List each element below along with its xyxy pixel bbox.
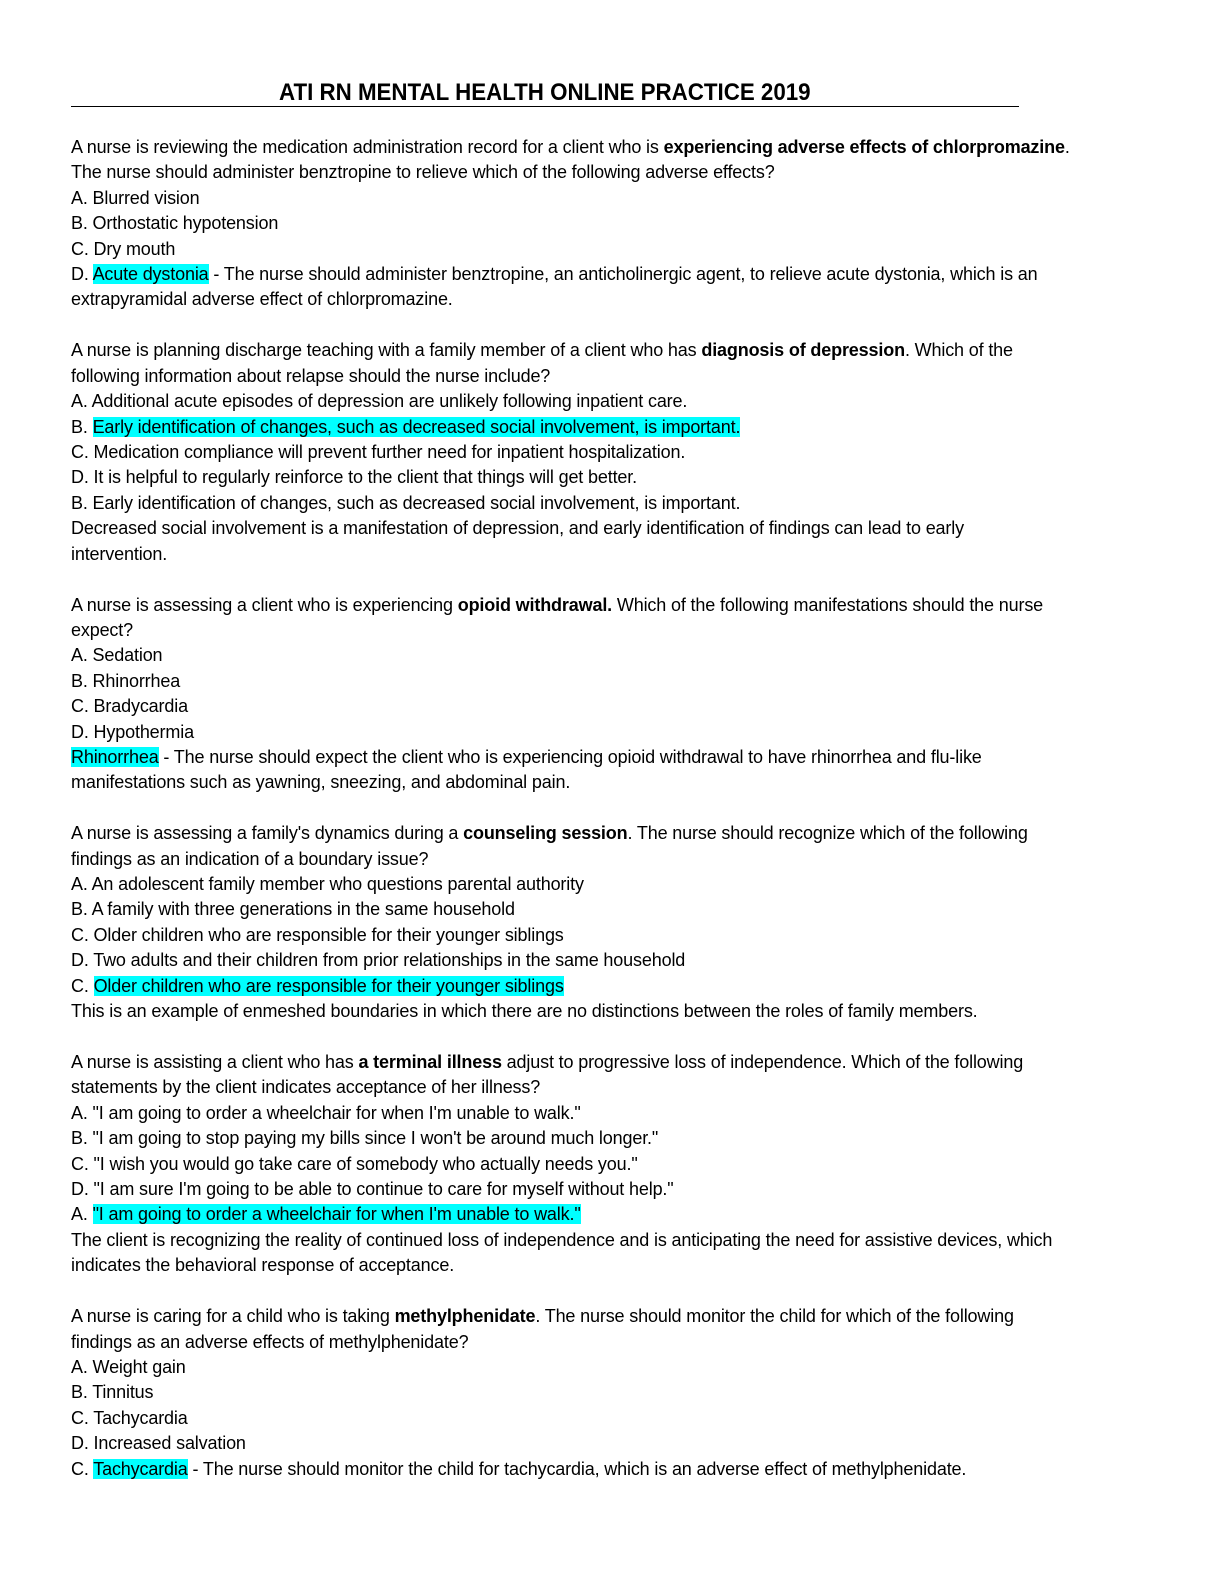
answer-option: A. Sedation (71, 645, 163, 666)
answer-option: A. Weight gain (71, 1356, 186, 1377)
question-stem-line: findings as an adverse effects of methyl… (71, 1330, 1141, 1355)
answer-option: C. Tachycardia (71, 1407, 188, 1428)
question-stem-line: A nurse is assisting a client who has a … (71, 1050, 1141, 1075)
stem-text: . (1064, 137, 1070, 157)
title-underline: ATI RN MENTAL HEALTH ONLINE PRACTICE 201… (71, 76, 1019, 107)
answer-option: D. Hypothermia (71, 721, 194, 742)
question-list: A nurse is reviewing the medication admi… (71, 135, 1141, 1482)
question-block: A nurse is assessing a client who is exp… (71, 593, 1141, 796)
answer-option: D. Increased salvation (71, 1433, 246, 1454)
answer-option: B. A family with three generations in th… (71, 899, 515, 920)
stem-keyword: diagnosis of depression (701, 340, 905, 361)
answer-option: B. Tinnitus (71, 1382, 154, 1403)
question-stem-line: A nurse is assessing a client who is exp… (71, 593, 1141, 618)
answer-explanation: - The nurse should monitor the child for… (187, 1458, 967, 1479)
question-block: A nurse is planning discharge teaching w… (71, 338, 1141, 567)
stem-text: Which of the following manifestations sh… (612, 594, 1044, 615)
answer-line: D. Acute dystonia - The nurse should adm… (71, 262, 1141, 287)
stem-text: adjust to progressive loss of independen… (501, 1052, 1024, 1072)
answer-option: C. Medication compliance will prevent fu… (71, 441, 686, 462)
answer-option: B. Early identification of changes, such… (71, 415, 1141, 440)
rationale-line: extrapyramidal adverse effect of chlorpr… (71, 289, 453, 310)
question-block: A nurse is caring for a child who is tak… (71, 1304, 1141, 1482)
stem-keyword: counseling session (463, 823, 628, 844)
question-block: A nurse is reviewing the medication admi… (71, 135, 1141, 313)
stem-keyword: methylphenidate (394, 1306, 536, 1327)
correct-answer-highlight: Early identification of changes, such as… (92, 416, 741, 437)
question-stem-line: findings as an indication of a boundary … (71, 847, 1141, 872)
answer-line: A. "I am going to order a wheelchair for… (71, 1202, 1141, 1227)
stem-text: . Which of the (904, 340, 1013, 361)
rationale-line: indicates the behavioral response of acc… (71, 1255, 455, 1276)
question-block: A nurse is assessing a family's dynamics… (71, 821, 1141, 1024)
stem-keyword: opioid withdrawal. (457, 594, 613, 615)
answer-option: D. Two adults and their children from pr… (71, 950, 686, 971)
answer-option: C. "I wish you would go take care of som… (71, 1153, 638, 1174)
stem-text: A nurse is caring for a child who is tak… (71, 1306, 395, 1327)
stem-text: . The nurse should recognize which of th… (627, 823, 1028, 844)
document-page: ATI RN MENTAL HEALTH ONLINE PRACTICE 201… (71, 76, 1141, 1508)
stem-text: findings as an adverse effects of methyl… (71, 1331, 469, 1352)
stem-text: findings as an indication of a boundary … (71, 848, 429, 869)
answer-option: A. Blurred vision (71, 187, 200, 208)
answer-option: B. "I am going to stop paying my bills s… (71, 1128, 659, 1149)
answer-option: D. It is helpful to regularly reinforce … (71, 467, 637, 488)
answer-line: C. Tachycardia - The nurse should monito… (71, 1457, 1141, 1482)
answer-option: C. Bradycardia (71, 696, 188, 717)
stem-keyword: experiencing adverse effects of chlorpro… (663, 137, 1065, 157)
question-stem-line: A nurse is assessing a family's dynamics… (71, 821, 1141, 846)
answer-letter: A. (71, 1204, 93, 1225)
stem-text: . The nurse should monitor the child for… (535, 1306, 1014, 1327)
answer-option: B. Rhinorrhea (71, 670, 181, 691)
page-title: ATI RN MENTAL HEALTH ONLINE PRACTICE 201… (279, 79, 811, 106)
stem-text: A nurse is assessing a family's dynamics… (71, 823, 464, 844)
question-stem-line: The nurse should administer benztropine … (71, 160, 1141, 185)
option-letter: B. (71, 416, 93, 437)
answer-explanation: - The nurse should expect the client who… (158, 746, 982, 767)
correct-answer-highlight: "I am going to order a wheelchair for wh… (92, 1204, 581, 1225)
question-block: A nurse is assisting a client who has a … (71, 1050, 1141, 1279)
rationale-line: manifestations such as yawning, sneezing… (71, 772, 571, 793)
answer-option: A. "I am going to order a wheelchair for… (71, 1102, 581, 1123)
question-stem-line: statements by the client indicates accep… (71, 1075, 1141, 1100)
answer-letter: D. (71, 264, 93, 285)
question-stem-line: expect? (71, 618, 1141, 643)
answer-explanation: - The nurse should administer benztropin… (208, 264, 1038, 285)
question-stem-line: A nurse is caring for a child who is tak… (71, 1304, 1141, 1329)
stem-text: A nurse is assisting a client who has (71, 1052, 359, 1072)
answer-line: C. Older children who are responsible fo… (71, 974, 1141, 999)
stem-text: expect? (71, 619, 133, 640)
rationale-line: B. Early identification of changes, such… (71, 492, 741, 513)
stem-text: statements by the client indicates accep… (71, 1077, 541, 1098)
answer-option: B. Orthostatic hypotension (71, 213, 279, 234)
stem-text: The nurse should administer benztropine … (71, 162, 775, 183)
stem-text: A nurse is reviewing the medication admi… (71, 137, 664, 157)
stem-keyword: a terminal illness (358, 1052, 502, 1072)
rationale-line: intervention. (71, 543, 168, 564)
question-stem-line: following information about relapse shou… (71, 364, 1141, 389)
answer-option: C. Dry mouth (71, 238, 176, 259)
correct-answer-highlight: Acute dystonia (92, 264, 209, 285)
question-stem-line: A nurse is planning discharge teaching w… (71, 338, 1141, 363)
correct-answer-highlight: Older children who are responsible for t… (93, 975, 564, 996)
question-stem-line: A nurse is reviewing the medication admi… (71, 135, 1141, 160)
correct-answer-highlight: Tachycardia (93, 1458, 188, 1479)
answer-option: A. Additional acute episodes of depressi… (71, 391, 688, 412)
stem-text: A nurse is assessing a client who is exp… (71, 594, 458, 615)
stem-text: A nurse is planning discharge teaching w… (71, 340, 702, 361)
rationale-line: The client is recognizing the reality of… (71, 1229, 1053, 1250)
answer-option: A. An adolescent family member who quest… (71, 874, 584, 895)
answer-option: C. Older children who are responsible fo… (71, 924, 564, 945)
answer-letter: C. (71, 975, 94, 996)
answer-letter: C. (71, 1458, 94, 1479)
rationale-line: This is an example of enmeshed boundarie… (71, 1001, 978, 1022)
answer-line: Rhinorrhea - The nurse should expect the… (71, 745, 1141, 770)
stem-text: following information about relapse shou… (71, 365, 551, 386)
correct-answer-highlight: Rhinorrhea (71, 746, 159, 767)
answer-option: D. "I am sure I'm going to be able to co… (71, 1179, 674, 1200)
rationale-line: Decreased social involvement is a manife… (71, 518, 964, 539)
